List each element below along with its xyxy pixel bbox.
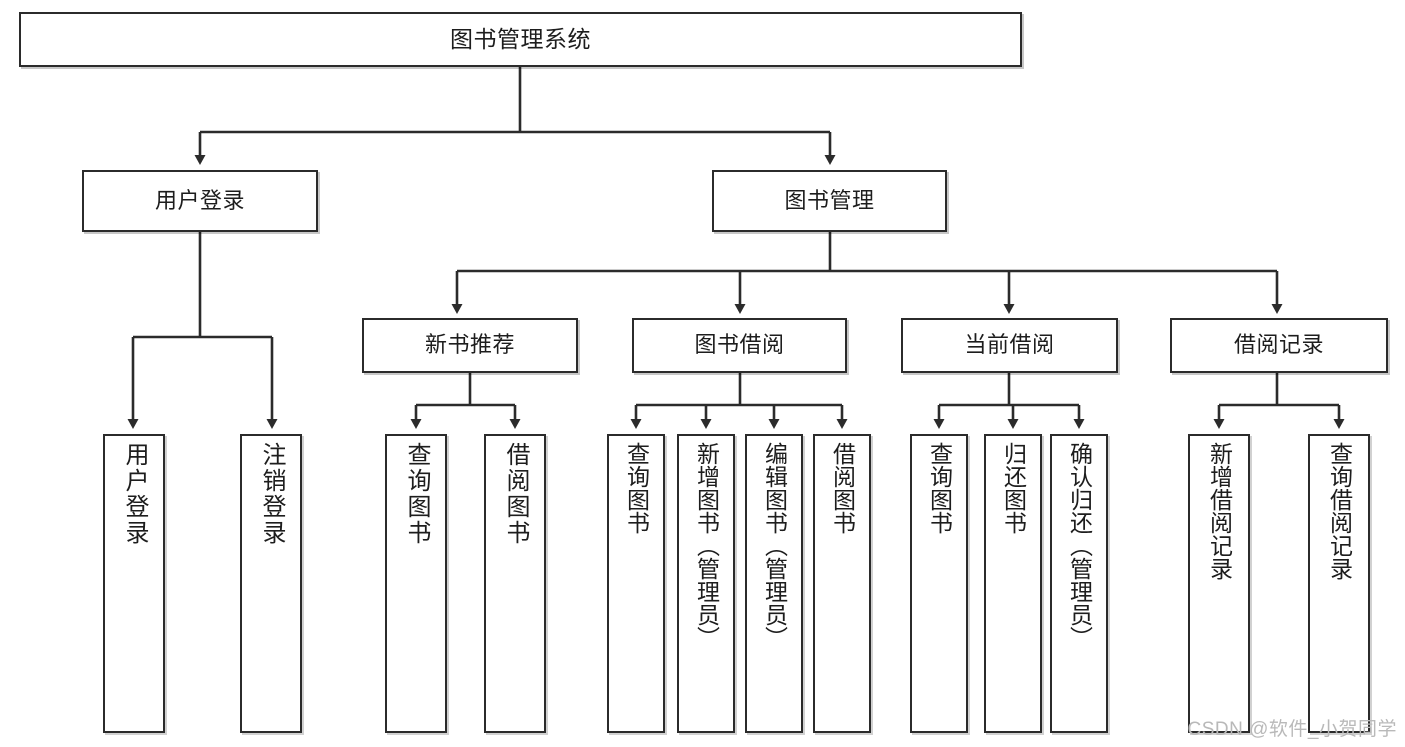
node-label: 查询图书	[403, 442, 430, 546]
leaf-query-borrow-record[interactable]: 查询借阅记录	[1308, 434, 1370, 733]
node-label: 查询图书	[623, 442, 650, 534]
node-new-book-recommendation[interactable]: 新书推荐	[362, 318, 578, 373]
node-book-management[interactable]: 图书管理	[712, 170, 947, 232]
node-label: 图书管理	[784, 187, 875, 213]
node-label: 借阅记录	[1233, 332, 1324, 358]
node-label: 查询借阅记录	[1326, 442, 1353, 580]
leaf-borrow-book[interactable]: 借阅图书	[813, 434, 871, 733]
watermark: CSDN @软件_小贺同学	[1187, 719, 1397, 740]
leaf-logout[interactable]: 注销登录	[240, 434, 302, 733]
leaf-return-book[interactable]: 归还图书	[984, 434, 1042, 733]
node-label: 用户登录	[154, 187, 245, 213]
node-label: 图书借阅	[694, 332, 785, 358]
node-label: 用户登录	[121, 442, 148, 546]
leaf-query-book-borrow[interactable]: 查询图书	[607, 434, 665, 733]
node-label: 新增借阅记录	[1206, 442, 1233, 580]
leaf-query-book-rec[interactable]: 查询图书	[385, 434, 447, 733]
node-label: 查询图书	[926, 442, 953, 534]
node-current-borrowing[interactable]: 当前借阅	[901, 318, 1118, 373]
leaf-user-login[interactable]: 用户登录	[103, 434, 165, 733]
node-label: 新书推荐	[424, 332, 515, 358]
node-label: 确认归还（管理员）	[1066, 442, 1093, 649]
node-label: 归还图书	[1000, 442, 1027, 534]
node-label: 当前借阅	[964, 332, 1055, 358]
node-label: 新增图书（管理员）	[693, 442, 720, 649]
leaf-confirm-return-admin[interactable]: 确认归还（管理员）	[1050, 434, 1108, 733]
node-label: 注销登录	[258, 442, 285, 546]
node-label: 借阅图书	[502, 442, 529, 546]
node-label: 编辑图书（管理员）	[761, 442, 788, 649]
leaf-add-borrow-record[interactable]: 新增借阅记录	[1188, 434, 1250, 733]
node-book-borrowing[interactable]: 图书借阅	[632, 318, 847, 373]
leaf-borrow-book-rec[interactable]: 借阅图书	[484, 434, 546, 733]
node-label: 图书管理系统	[450, 26, 591, 53]
node-label: 借阅图书	[829, 442, 856, 534]
node-borrowing-record[interactable]: 借阅记录	[1170, 318, 1388, 373]
leaf-add-book-admin[interactable]: 新增图书（管理员）	[677, 434, 735, 733]
leaf-edit-book-admin[interactable]: 编辑图书（管理员）	[745, 434, 803, 733]
node-book-management-system[interactable]: 图书管理系统	[19, 12, 1022, 67]
leaf-query-book-current[interactable]: 查询图书	[910, 434, 968, 733]
node-user-login[interactable]: 用户登录	[82, 170, 318, 232]
